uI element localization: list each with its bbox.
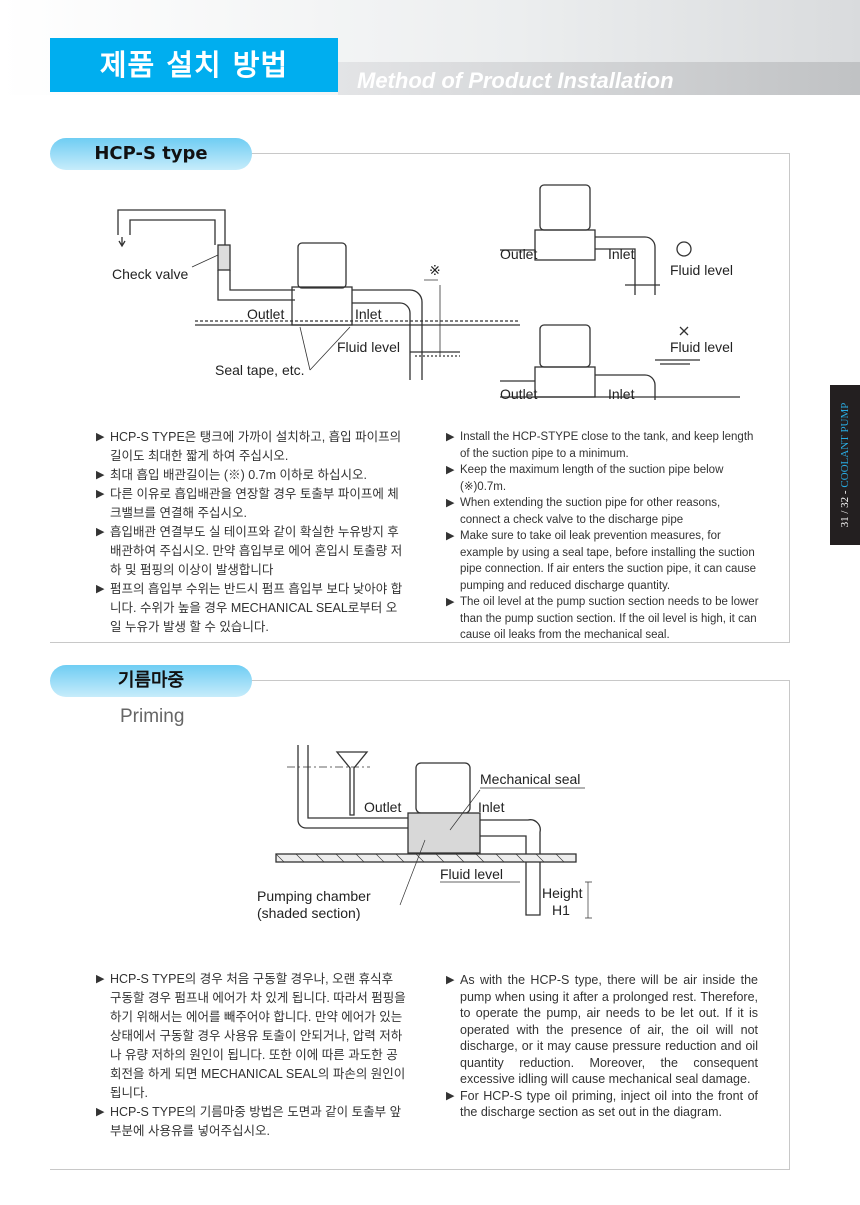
note-ko: 최대 흡입 배관길이는 (※) 0.7m 이하로 하십시오. — [96, 466, 408, 485]
label-outlet: Outlet — [247, 306, 284, 322]
label-shaded-section: (shaded section) — [257, 905, 361, 921]
label-fluid-level-top: Fluid level — [670, 262, 733, 278]
installation-diagrams: Check valve Outlet Inlet Fluid level Sea… — [112, 184, 740, 402]
label-outlet-top: Outlet — [500, 246, 537, 262]
note-ko: 흡입배관 연결부도 실 테이프와 같이 확실한 누유방지 후 배관하여 주십시오… — [96, 523, 408, 580]
note-ko: HCP-S TYPE의 기름마중 방법은 도면과 같이 토출부 앞부분에 사용유… — [96, 1103, 408, 1141]
side-tab: 31 / 32 - COOLANT PUMP — [830, 385, 860, 545]
section1-korean-notes: HCP-S TYPE은 탱크에 가까이 설치하고, 흡입 파이프의 길이도 최대… — [96, 428, 408, 637]
side-tab-label: COOLANT PUMP — [839, 402, 851, 488]
label-mechanical-seal: Mechanical seal — [480, 771, 580, 787]
header-grey-band — [338, 62, 860, 95]
section1-english-notes: Install the HCP-STYPE close to the tank,… — [446, 429, 760, 644]
note-en: Keep the maximum length of the suction p… — [446, 462, 760, 495]
section-subtitle: Priming — [120, 706, 185, 727]
note-en: For HCP-S type oil priming, inject oil i… — [446, 1088, 758, 1121]
label-check-valve: Check valve — [112, 266, 188, 282]
label-fluid-level: Fluid level — [440, 866, 503, 882]
priming-diagram: Mechanical seal Outlet Inlet Fluid level… — [257, 745, 592, 921]
note-en: As with the HCP-S type, there will be ai… — [446, 972, 758, 1088]
page-title: 제품 설치 방법 — [50, 38, 338, 92]
label-height: Height — [542, 885, 583, 901]
diagram-right-bottom: Outlet Inlet Fluid level — [500, 324, 740, 402]
label-seal-tape: Seal tape, etc. — [215, 362, 305, 378]
note-en: Make sure to take oil leak prevention me… — [446, 528, 760, 594]
note-ko: HCP-S TYPE의 경우 처음 구동할 경우나, 오랜 휴식후 구동할 경우… — [96, 970, 408, 1103]
note-en: Install the HCP-STYPE close to the tank,… — [446, 429, 760, 462]
label-pumping-chamber: Pumping chamber — [257, 888, 371, 904]
section-hcp-s-type — [50, 153, 790, 643]
label-inlet-top: Inlet — [608, 246, 635, 262]
note-ko: 다른 이유로 흡입배관을 연장할 경우 토출부 파이프에 체크밸브를 연결해 주… — [96, 485, 408, 523]
section2-english-notes: As with the HCP-S type, there will be ai… — [446, 972, 758, 1121]
note-ko: 펌프의 흡입부 수위는 반드시 펌프 흡입부 보다 낮아야 합니다. 수위가 높… — [96, 580, 408, 637]
section-title-hcp-s: HCP-S type — [50, 138, 252, 170]
label-h1: H1 — [552, 902, 570, 918]
section-title-priming: 기름마중 — [50, 665, 252, 697]
diagram-left: Check valve Outlet Inlet Fluid level Sea… — [112, 209, 520, 380]
note-en: When extending the suction pipe for othe… — [446, 495, 760, 528]
label-inlet-bottom: Inlet — [608, 386, 635, 402]
label-fluid-level-bottom: Fluid level — [670, 339, 733, 355]
note-ko: HCP-S TYPE은 탱크에 가까이 설치하고, 흡입 파이프의 길이도 최대… — [96, 428, 408, 466]
note-en: The oil level at the pump suction sectio… — [446, 594, 760, 644]
section-priming — [50, 680, 790, 1170]
label-max-length-mark: ※ — [429, 262, 441, 278]
section2-korean-notes: HCP-S TYPE의 경우 처음 구동할 경우나, 오랜 휴식후 구동할 경우… — [96, 970, 408, 1141]
label-inlet: Inlet — [355, 306, 382, 322]
page-number: 31 / 32 - — [839, 490, 851, 528]
label-outlet: Outlet — [364, 799, 401, 815]
page-title-english: Method of Product Installation — [357, 68, 674, 93]
diagram-right-top: Outlet Inlet Fluid level — [500, 184, 733, 295]
label-fluid-level: Fluid level — [337, 339, 400, 355]
label-inlet: Inlet — [478, 799, 505, 815]
label-outlet-bottom: Outlet — [500, 386, 537, 402]
